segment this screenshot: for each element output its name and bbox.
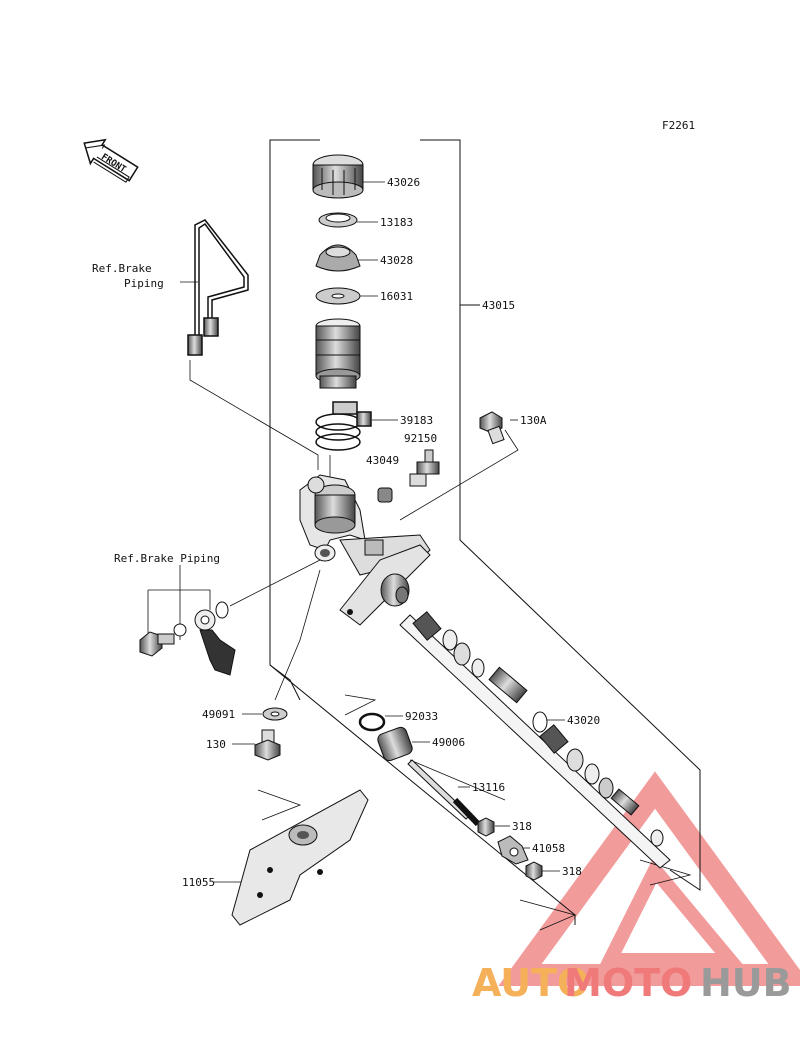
mounting-plate-part[interactable] — [231, 789, 369, 926]
part-label-43049[interactable]: 43049 — [366, 454, 399, 467]
part-label-318-lower[interactable]: 318 — [562, 865, 582, 878]
front-arrow-icon: FRONT — [83, 138, 139, 183]
watermark-text: AUTO MOTO HUB — [472, 961, 792, 1005]
part-label-13183[interactable]: 13183 — [380, 216, 413, 229]
cap-plate-part[interactable] — [318, 212, 358, 228]
bolt-130a-part[interactable] — [479, 411, 505, 445]
reservoir-body-part[interactable] — [315, 318, 361, 389]
part-label-130a[interactable]: 130A — [520, 414, 547, 427]
watermark-triangle-outer — [498, 771, 800, 986]
nut-318-upper-part[interactable] — [477, 817, 495, 837]
diaphragm-part[interactable] — [315, 244, 361, 272]
watermark-hub: HUB — [700, 961, 792, 1005]
part-label-49006[interactable]: 49006 — [432, 736, 465, 749]
ref-brake-piping-upper-line1: Ref.Brake — [92, 262, 152, 275]
washer-49091-part[interactable] — [262, 707, 288, 721]
part-label-49091[interactable]: 49091 — [202, 708, 235, 721]
reference-labels: Ref.Brake Piping Ref.Brake Piping — [92, 262, 220, 565]
brake-pipe-upper — [187, 219, 249, 356]
brake-hose-lower[interactable] — [139, 601, 236, 676]
part-label-13116[interactable]: 13116 — [472, 781, 505, 794]
push-rod-part[interactable] — [407, 759, 481, 827]
washer-16031-part[interactable] — [315, 287, 361, 305]
part-label-39183[interactable]: 39183 — [400, 414, 433, 427]
clevis-part[interactable] — [497, 835, 529, 865]
part-label-16031[interactable]: 16031 — [380, 290, 413, 303]
piston-assembly-part[interactable] — [399, 611, 671, 869]
nut-318-lower-part[interactable] — [525, 861, 543, 881]
watermark-auto: AUTO — [472, 961, 589, 1005]
circlip-part[interactable] — [358, 712, 386, 732]
bleeder-screw-part[interactable] — [409, 449, 440, 487]
assembly-outline — [269, 139, 701, 925]
bleeder-cap-part[interactable] — [377, 487, 393, 503]
part-label-41058[interactable]: 41058 — [532, 842, 565, 855]
part-label-130[interactable]: 130 — [206, 738, 226, 751]
bolt-130-part[interactable] — [254, 729, 281, 761]
watermark-moto: MOTO — [564, 961, 692, 1005]
part-label-11055[interactable]: 11055 — [182, 876, 215, 889]
part-label-43028[interactable]: 43028 — [380, 254, 413, 267]
reservoir-cap-part[interactable] — [312, 154, 364, 199]
ref-brake-piping-upper-line2: Piping — [124, 277, 164, 290]
part-label-43026[interactable]: 43026 — [387, 176, 420, 189]
part-label-43020[interactable]: 43020 — [567, 714, 600, 727]
watermark-triangle-inner — [598, 857, 745, 967]
diagram-code: F2261 — [662, 119, 695, 132]
hose-clamp-part[interactable] — [315, 401, 372, 451]
watermark-logo — [498, 771, 800, 986]
part-label-43015[interactable]: 43015 — [482, 299, 515, 312]
ref-brake-piping-lower: Ref.Brake Piping — [114, 552, 220, 565]
dust-boot-part[interactable] — [376, 726, 414, 763]
part-label-92150[interactable]: 92150 — [404, 432, 437, 445]
part-label-92033[interactable]: 92033 — [405, 710, 438, 723]
part-label-318-upper[interactable]: 318 — [512, 820, 532, 833]
master-cylinder-body[interactable] — [299, 474, 431, 626]
part-labels: 43026 13183 43028 16031 43015 39183 130A… — [182, 176, 600, 889]
